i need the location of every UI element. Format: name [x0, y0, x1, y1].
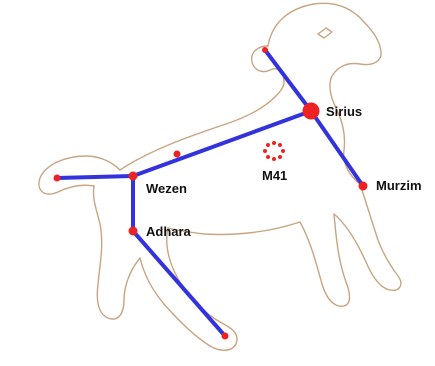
star-foot — [222, 333, 229, 340]
line-sirius-wezen — [133, 111, 311, 176]
star-head — [262, 47, 268, 53]
m41-dot — [263, 149, 267, 153]
star-sirius — [303, 103, 320, 120]
m41-dot — [278, 143, 282, 147]
line-head-sirius — [265, 50, 311, 111]
label-murzim: Murzim — [376, 178, 422, 193]
m41-dot — [266, 155, 270, 159]
star-wezen — [129, 172, 138, 181]
stars — [54, 47, 368, 340]
star-tail — [54, 175, 61, 182]
dog-head-outline — [268, 3, 381, 184]
line-sirius-murzim — [311, 111, 363, 186]
m41-dot — [266, 143, 270, 147]
star-back — [174, 151, 181, 158]
m41-dot — [272, 157, 276, 161]
label-wezen: Wezen — [146, 181, 187, 196]
constellation-lines — [57, 50, 363, 336]
star-adhara — [129, 227, 138, 236]
label-sirius: Sirius — [326, 104, 362, 119]
dog-eye — [318, 28, 332, 38]
label-m41: M41 — [262, 168, 287, 183]
star-murzim — [359, 182, 368, 191]
star-labels: Sirius Wezen Adhara Murzim M41 — [146, 104, 422, 239]
label-adhara: Adhara — [146, 224, 192, 239]
line-wezen-tail — [57, 176, 133, 178]
m41-dot — [278, 155, 282, 159]
dog-back-outline — [120, 82, 284, 170]
dog-front-leg-inner — [300, 214, 350, 306]
m41-dot — [272, 141, 276, 145]
m41-dot — [281, 149, 285, 153]
m41-cluster — [263, 141, 285, 161]
